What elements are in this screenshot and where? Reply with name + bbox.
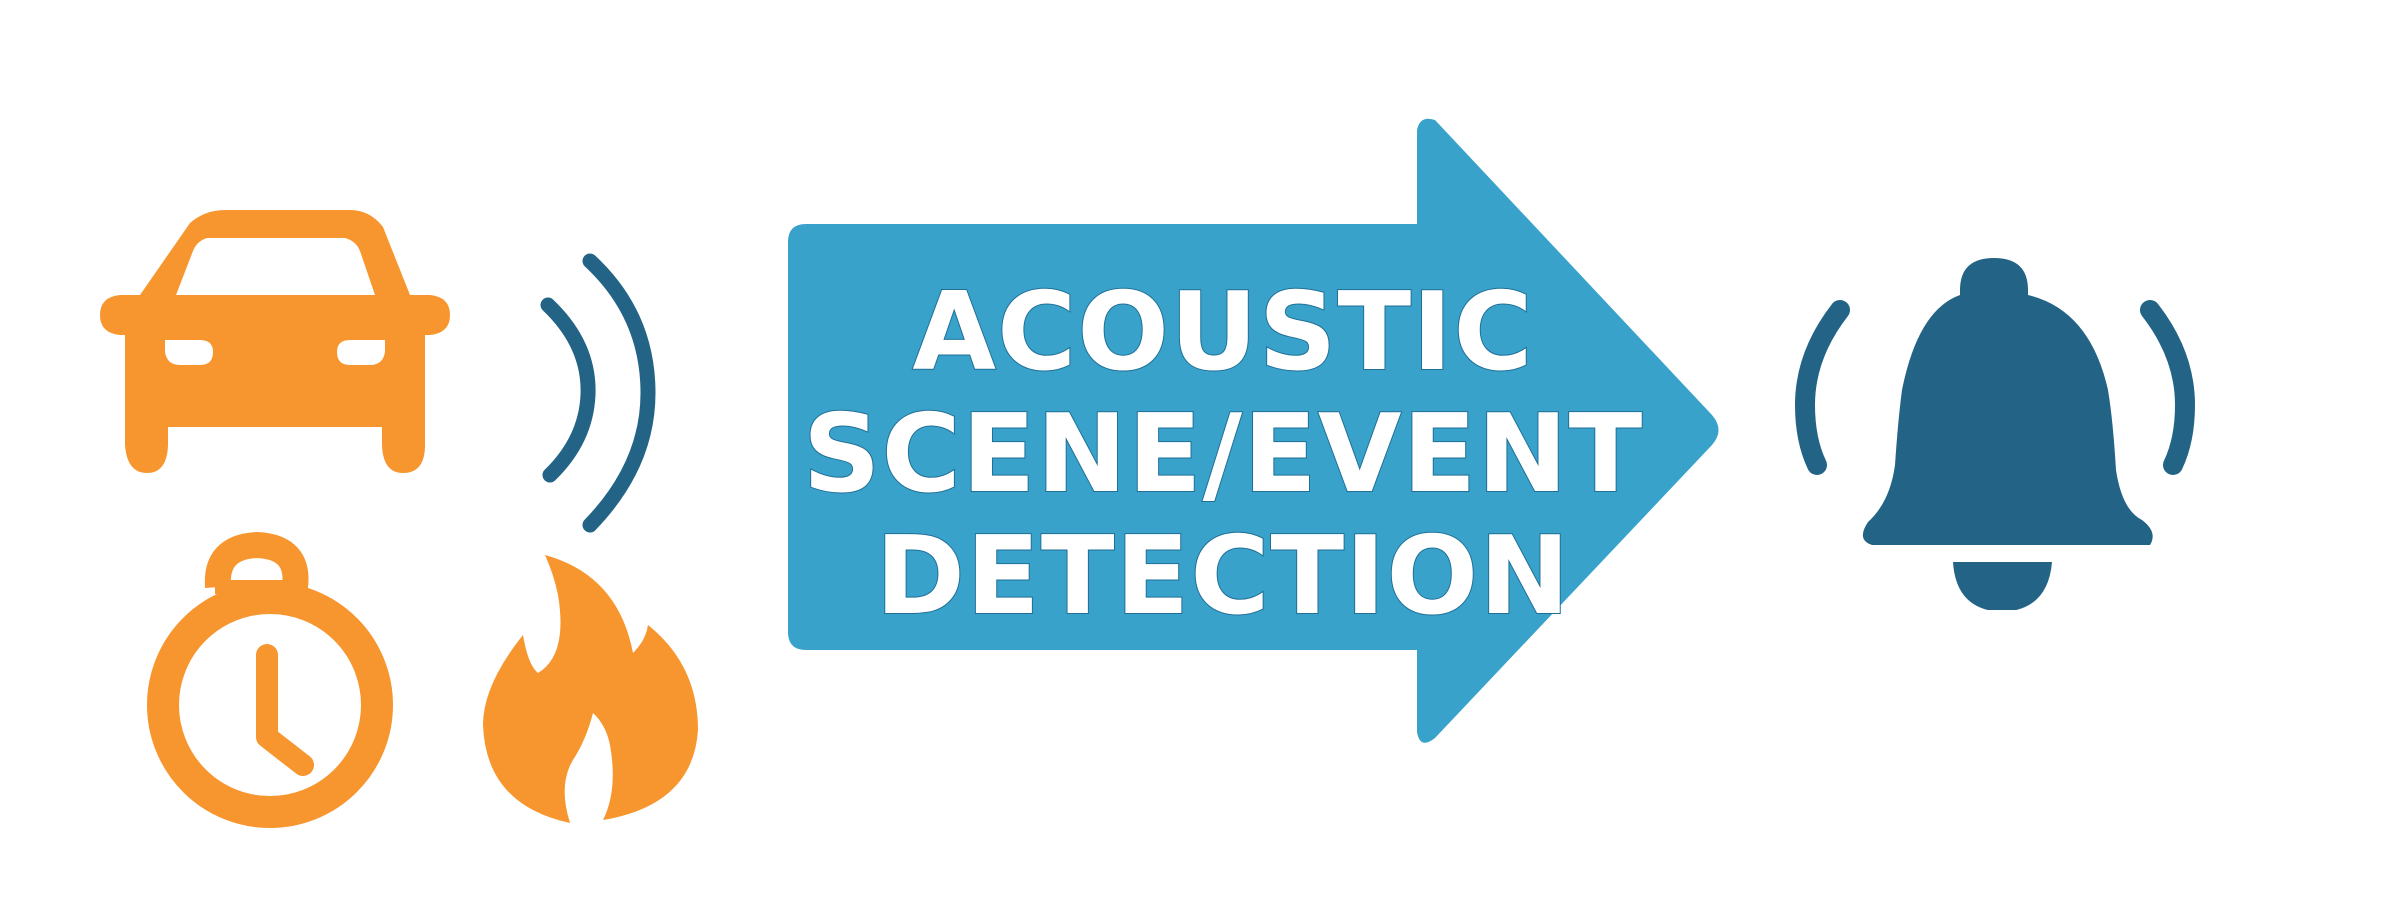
label-line-acoustic: ACOUSTIC (911, 270, 1534, 395)
label-line-scene-event: SCENE/EVENT (802, 392, 1644, 517)
process-label: ACOUSTIC SCENE/EVENT DETECTION (800, 270, 1646, 640)
ringing-bell-icon (1790, 240, 2200, 610)
fire-icon (478, 555, 703, 825)
car-icon (95, 205, 455, 475)
stopwatch-icon (145, 525, 395, 830)
label-line-detection: DETECTION (874, 514, 1571, 639)
arrow-right-icon (780, 110, 1730, 755)
sound-waves-icon (530, 245, 670, 535)
